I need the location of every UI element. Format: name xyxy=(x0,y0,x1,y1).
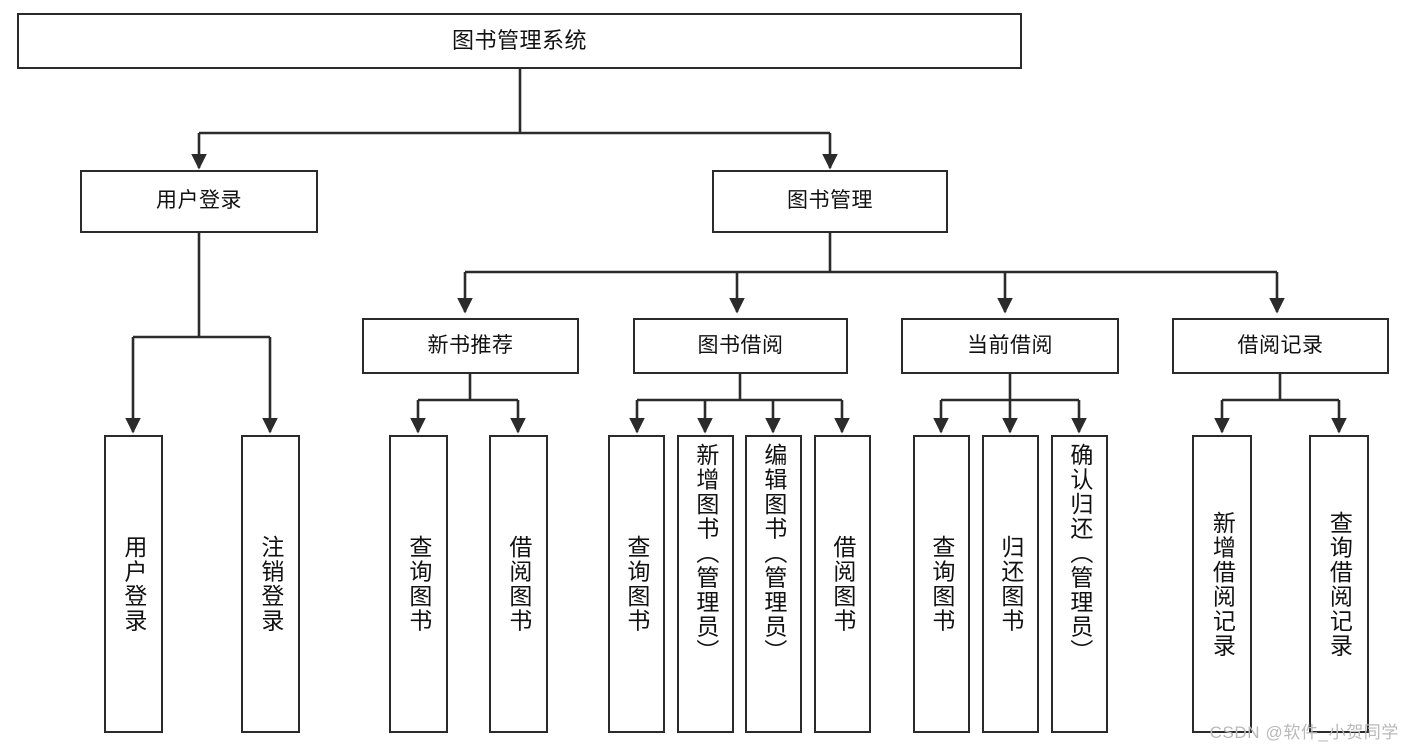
node-current-borrow-label: 当前借阅 xyxy=(967,333,1053,357)
node-root-system-label: 图书管理系统 xyxy=(451,28,587,54)
node-leaf-return-book-label: 归还图书 xyxy=(997,535,1024,633)
node-leaf-query-book-new[interactable]: 查询图书 xyxy=(389,435,448,733)
node-leaf-confirm-return-admin[interactable]: 确认归还（管理员） xyxy=(1051,435,1108,733)
node-leaf-borrow-book-new[interactable]: 借阅图书 xyxy=(489,435,548,733)
node-user-login-label: 用户登录 xyxy=(156,189,242,213)
node-leaf-confirm-return-admin-label: 确认归还（管理员） xyxy=(1066,443,1093,664)
node-borrow-record-label: 借阅记录 xyxy=(1237,333,1324,357)
node-leaf-query-book-new-label: 查询图书 xyxy=(405,535,432,633)
node-leaf-query-book-borrow-label: 查询图书 xyxy=(623,535,650,633)
node-leaf-edit-book-admin[interactable]: 编辑图书（管理员） xyxy=(745,435,802,733)
node-leaf-query-book-current[interactable]: 查询图书 xyxy=(913,435,970,733)
node-root-system[interactable]: 图书管理系统 xyxy=(17,13,1022,69)
node-leaf-query-book-borrow[interactable]: 查询图书 xyxy=(608,435,665,733)
node-leaf-borrow-book-borrow-label: 借阅图书 xyxy=(829,535,856,633)
node-borrow-record[interactable]: 借阅记录 xyxy=(1172,318,1389,374)
node-current-borrow[interactable]: 当前借阅 xyxy=(901,318,1119,374)
node-book-manage[interactable]: 图书管理 xyxy=(712,170,948,233)
node-leaf-add-borrow-record-label: 新增借阅记录 xyxy=(1209,510,1236,658)
node-leaf-return-book[interactable]: 归还图书 xyxy=(982,435,1039,733)
node-user-login[interactable]: 用户登录 xyxy=(80,170,318,233)
node-book-borrow-label: 图书借阅 xyxy=(697,333,784,357)
watermark-text: CSDN @软件_小贺同学 xyxy=(1209,723,1399,742)
node-leaf-borrow-book-new-label: 借阅图书 xyxy=(505,535,532,633)
node-book-manage-label: 图书管理 xyxy=(787,189,873,213)
node-leaf-query-book-current-label: 查询图书 xyxy=(928,535,955,633)
node-leaf-user-login[interactable]: 用户登录 xyxy=(104,435,163,733)
node-leaf-add-borrow-record[interactable]: 新增借阅记录 xyxy=(1192,435,1252,733)
node-leaf-borrow-book-borrow[interactable]: 借阅图书 xyxy=(814,435,871,733)
node-leaf-add-book-admin[interactable]: 新增图书（管理员） xyxy=(677,435,734,733)
node-leaf-logout[interactable]: 注销登录 xyxy=(241,435,300,733)
node-book-borrow[interactable]: 图书借阅 xyxy=(633,318,848,374)
node-leaf-query-borrow-record[interactable]: 查询借阅记录 xyxy=(1309,435,1369,733)
node-new-book-recommend-label: 新书推荐 xyxy=(427,333,514,357)
node-leaf-logout-label: 注销登录 xyxy=(257,535,284,633)
node-leaf-add-book-admin-label: 新增图书（管理员） xyxy=(692,443,719,664)
node-new-book-recommend[interactable]: 新书推荐 xyxy=(362,318,579,374)
node-leaf-edit-book-admin-label: 编辑图书（管理员） xyxy=(760,443,787,664)
node-leaf-query-borrow-record-label: 查询借阅记录 xyxy=(1326,510,1353,658)
node-leaf-user-login-label: 用户登录 xyxy=(120,535,147,633)
